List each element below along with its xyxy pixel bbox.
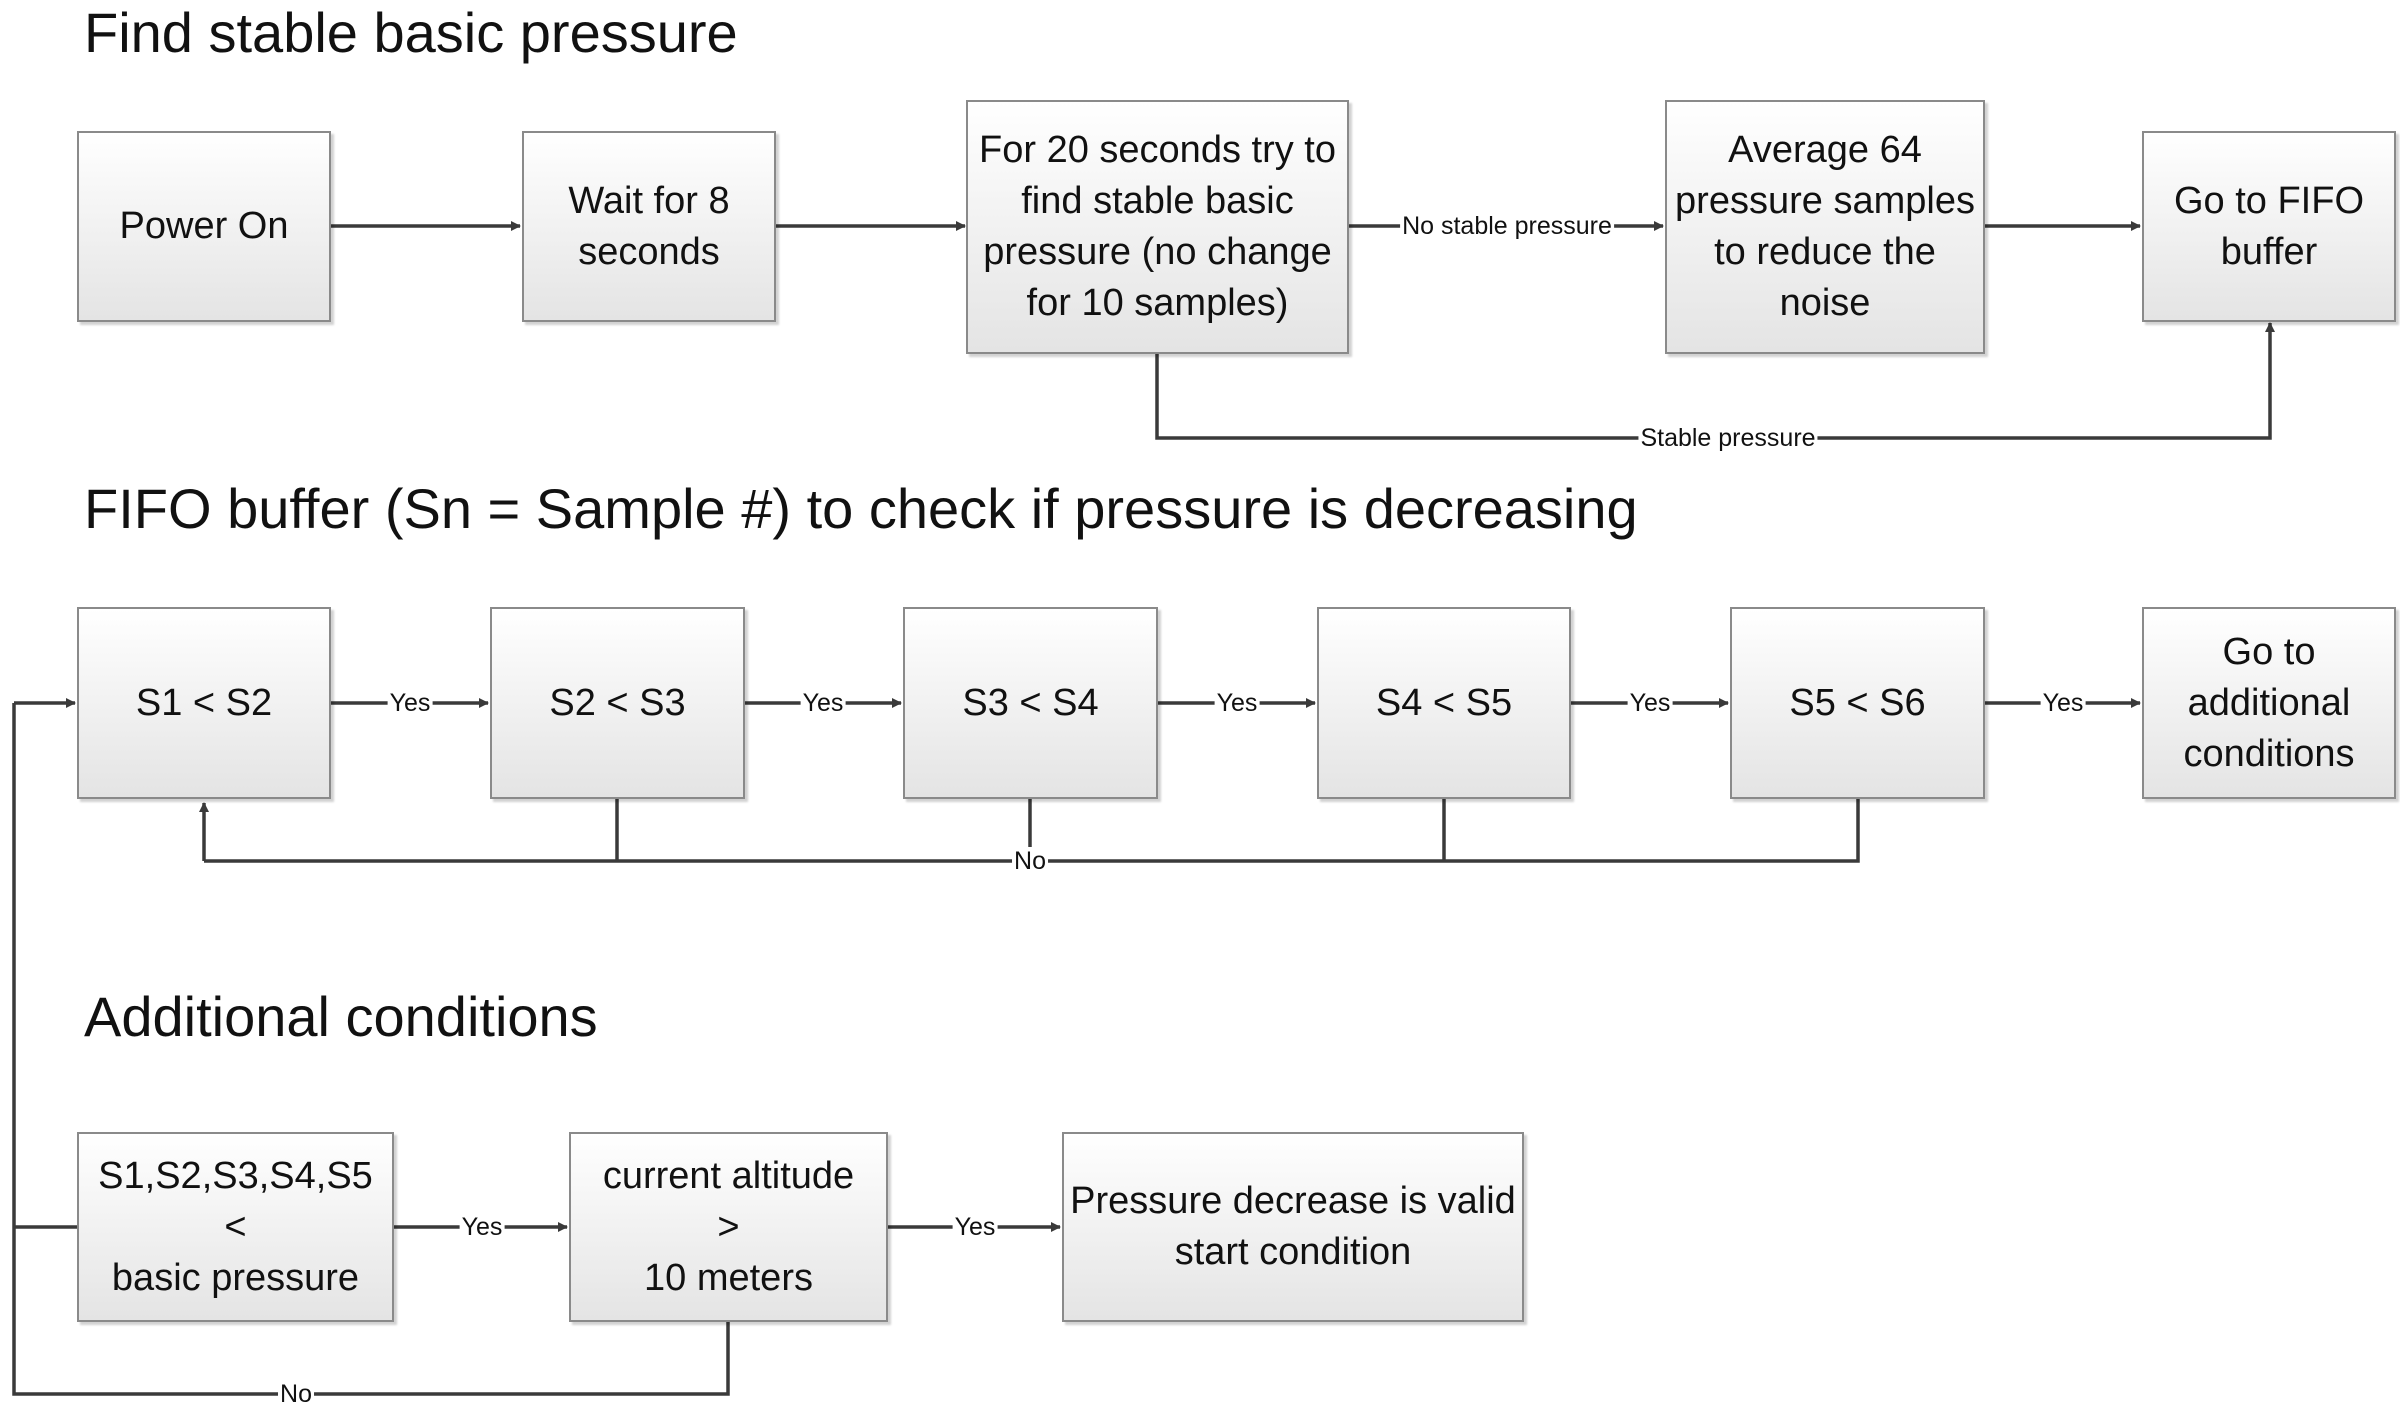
box-goto-additional-label: Go to additional conditions (2183, 630, 2355, 775)
edge-label-yes-altitude: Yes (952, 1213, 998, 1241)
box-valid-start-label: Pressure decrease is valid start conditi… (1070, 1180, 1516, 1273)
line-no-altitude (12, 703, 730, 1396)
box-s1-s2-label: S1 < S2 (135, 681, 273, 724)
box-s4-s5: S4 < S5 (1317, 607, 1571, 799)
box-altitude-label: current altitude > 10 meters (602, 1154, 855, 1299)
box-wait-label: Wait for 8 seconds (568, 179, 730, 273)
edge-label-yes-s4: Yes (1627, 689, 1673, 717)
edge-label-yes-s3: Yes (1214, 689, 1260, 717)
box-try-stable: For 20 seconds try to find stable basic … (966, 100, 1349, 354)
box-try-stable-label: For 20 seconds try to find stable basic … (979, 129, 1336, 324)
box-altitude: current altitude > 10 meters (569, 1132, 888, 1322)
box-s5-s6: S5 < S6 (1730, 607, 1985, 799)
box-goto-additional: Go to additional conditions (2142, 607, 2396, 799)
edge-label-no-additional: No (278, 1380, 314, 1408)
box-s1-s2: S1 < S2 (77, 607, 331, 799)
box-wait: Wait for 8 seconds (522, 131, 776, 322)
heading-find-stable: Find stable basic pressure (84, 1, 738, 64)
box-s5-s6-label: S5 < S6 (1789, 681, 1926, 724)
edge-label-no-fifo: No (1012, 847, 1048, 875)
box-power-on-label: Power On (119, 205, 289, 247)
box-samples-lt-basic: S1,S2,S3,S4,S5 < basic pressure (77, 1132, 394, 1322)
box-s4-s5-label: S4 < S5 (1375, 681, 1513, 724)
line-no-feedback (204, 799, 1860, 863)
edge-label-no-stable: No stable pressure (1400, 212, 1614, 240)
edge-label-yes-s2: Yes (800, 689, 846, 717)
box-average-label: Average 64 pressure samples to reduce th… (1675, 129, 1975, 324)
box-average: Average 64 pressure samples to reduce th… (1665, 100, 1985, 354)
box-s2-s3-label: S2 < S3 (549, 681, 686, 724)
box-goto-fifo: Go to FIFO buffer (2142, 131, 2396, 322)
box-valid-start: Pressure decrease is valid start conditi… (1062, 1132, 1524, 1322)
box-power-on: Power On (77, 131, 331, 322)
heading-fifo-buffer: FIFO buffer (Sn = Sample #) to check if … (84, 477, 1638, 540)
heading-additional-conditions: Additional conditions (84, 985, 598, 1048)
edge-label-stable: Stable pressure (1638, 424, 1818, 452)
box-s3-s4: S3 < S4 (903, 607, 1158, 799)
edge-label-yes-s1: Yes (387, 689, 433, 717)
box-s2-s3: S2 < S3 (490, 607, 745, 799)
box-goto-fifo-label: Go to FIFO buffer (2173, 179, 2365, 273)
edge-label-yes-s5: Yes (2040, 689, 2086, 717)
box-samples-lt-basic-label: S1,S2,S3,S4,S5 < basic pressure (98, 1154, 373, 1299)
edge-label-yes-samples: Yes (459, 1213, 505, 1241)
box-s3-s4-label: S3 < S4 (962, 681, 1099, 724)
